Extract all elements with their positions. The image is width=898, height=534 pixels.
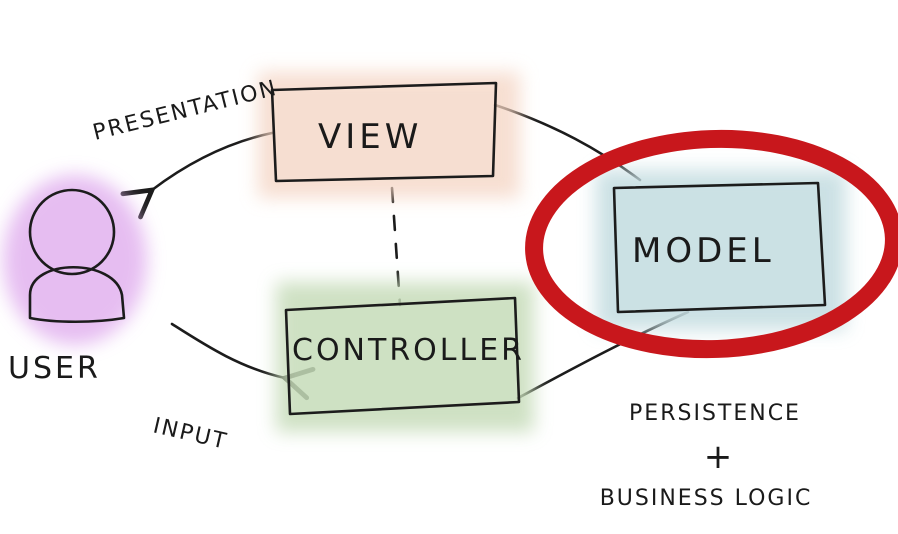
user-glow bbox=[3, 175, 147, 345]
input-label: INPUT bbox=[151, 413, 230, 454]
model-label: MODEL bbox=[632, 231, 775, 271]
highlight-ring bbox=[525, 129, 898, 359]
plus-sign: + bbox=[704, 437, 733, 477]
user-figure: USER bbox=[3, 175, 147, 386]
view-to-user-arrow bbox=[120, 131, 274, 220]
model-node: MODEL bbox=[596, 170, 846, 330]
controller-node: CONTROLLER bbox=[276, 282, 534, 432]
view-node: VIEW bbox=[258, 72, 520, 198]
view-label: VIEW bbox=[318, 117, 422, 157]
user-label: USER bbox=[8, 351, 101, 386]
user-body bbox=[28, 266, 126, 324]
model-description: PERSISTENCE + BUSINESS LOGIC bbox=[600, 401, 813, 511]
model-fill bbox=[596, 170, 846, 330]
controller-label: CONTROLLER bbox=[292, 333, 525, 368]
user-head bbox=[28, 188, 116, 276]
view-border bbox=[270, 81, 498, 183]
controller-border bbox=[284, 296, 521, 416]
business-logic-label: BUSINESS LOGIC bbox=[600, 486, 813, 511]
persistence-label: PERSISTENCE bbox=[629, 401, 801, 426]
model-border bbox=[612, 181, 827, 314]
presentation-label: PRESENTATION bbox=[90, 76, 280, 146]
user-to-controller-arrow bbox=[170, 322, 316, 401]
